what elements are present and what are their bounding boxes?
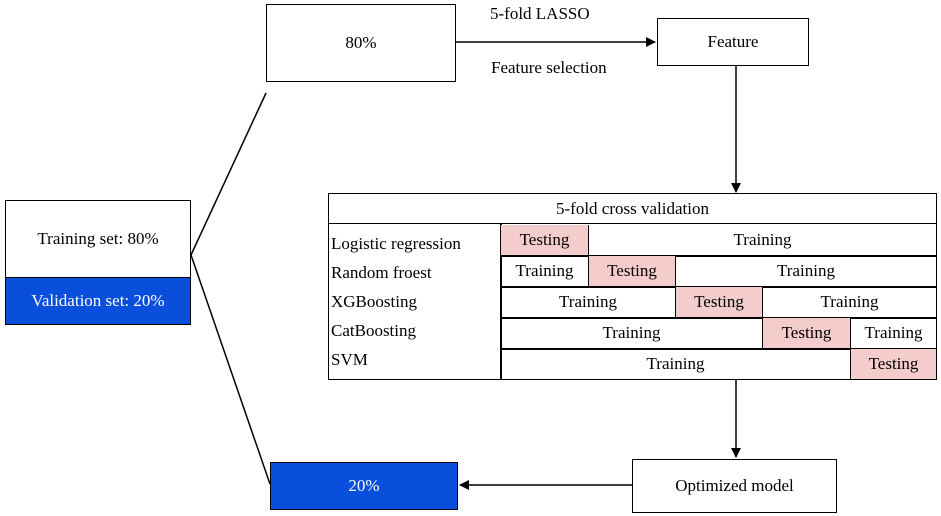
fold-cell-training: Training [500,256,588,286]
row-separator [500,286,936,288]
fold-cell-training: Training [762,287,936,317]
lasso-label: 5-fold LASSO [490,4,590,23]
split-line-up [190,92,267,256]
cv-title: 5-fold cross validation [329,194,936,224]
training-set-box: Training set: 80% [5,200,191,278]
row-separator [500,317,936,319]
split-line-down [190,254,271,485]
split-20-box: 20% [270,462,458,510]
row-label-random-forest: Random froest [331,263,432,282]
fold-cell-testing: Testing [850,349,936,379]
fold-cell-training: Training [500,349,850,379]
feature-label: Feature [707,32,759,51]
validation-set-box: Validation set: 20% [5,277,191,325]
cv-table: 5-fold cross validation Logistic regress… [328,193,937,380]
feature-box: Feature [657,18,809,66]
row-label-catboost: CatBoosting [331,321,417,340]
row-label-logistic: Logistic regression [331,234,461,253]
fold-cell-testing: Testing [500,225,588,255]
feature-selection-label: Feature selection [491,58,607,77]
fold-cell-training: Training [850,318,936,348]
fold-cell-training: Training [588,225,936,255]
fold-cell-training: Training [675,256,936,286]
split-20-label: 20% [348,476,380,495]
optimized-model-label: Optimized model [675,476,794,495]
fold-cell-testing: Testing [675,287,762,317]
row-separator [500,348,936,350]
fold-cell-testing: Testing [588,256,675,286]
optimized-model-box: Optimized model [632,459,837,513]
fold-cell-training: Training [500,318,762,348]
split-80-box: 80% [266,4,456,82]
row-label-xgboost: XGBoosting [331,292,417,311]
row-label-svm: SVM [331,350,368,369]
row-separator [500,255,936,257]
fold-cell-training: Training [500,287,675,317]
training-set-label: Training set: 80% [37,229,159,248]
validation-set-label: Validation set: 20% [31,291,165,310]
fold-cell-testing: Testing [762,318,850,348]
split-80-label: 80% [345,33,377,52]
